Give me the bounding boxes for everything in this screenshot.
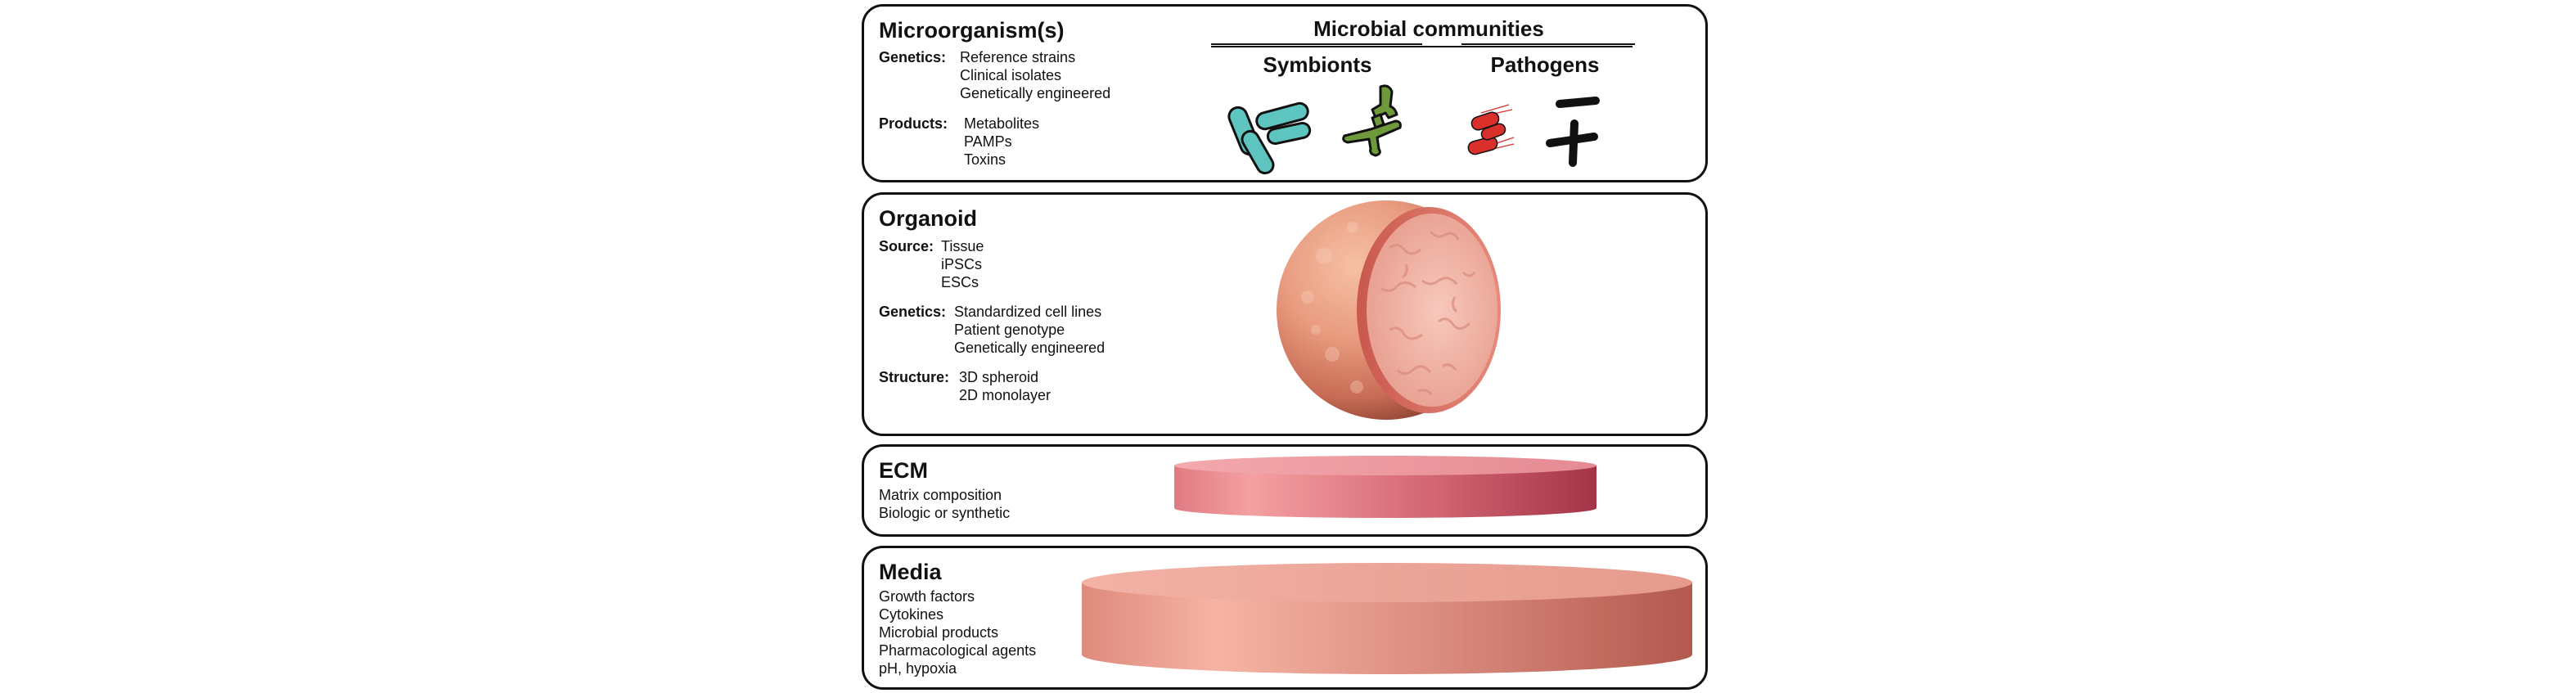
genetics-item: Clinical isolates [960, 67, 1062, 83]
products-item: PAMPs [964, 133, 1012, 150]
media-title: Media [879, 560, 942, 584]
ecm-item: Matrix composition [879, 487, 1002, 503]
source-item: iPSCs [941, 256, 983, 272]
organoid-genetics-item: Genetically engineered [954, 340, 1106, 356]
structure-item: 3D spheroid [959, 369, 1039, 385]
organoid-genetics-item: Standardized cell lines [954, 304, 1102, 320]
pathogen-red-bacteria-icon [1467, 104, 1515, 155]
source-item: Tissue [941, 238, 984, 254]
media-item: Cytokines [879, 606, 944, 623]
ecm-item: Biologic or synthetic [879, 505, 1011, 521]
media-item: pH, hypoxia [879, 660, 957, 677]
source-label: Source: [879, 238, 934, 254]
symbiont-teal-bacteria-icon [1227, 101, 1312, 175]
microbial-communities-header: Microbial communities [1313, 16, 1544, 41]
ecm-disc-icon [1174, 456, 1596, 518]
structure-label: Structure: [879, 369, 950, 385]
structure-item: 2D monolayer [959, 387, 1052, 403]
genetics-label: Genetics: [879, 49, 947, 65]
symbiont-green-bacteria-icon [1342, 84, 1402, 157]
media-item: Growth factors [879, 588, 975, 605]
pathogen-black-bacteria-icon [1546, 97, 1600, 167]
organoid-genetics-item: Patient genotype [954, 322, 1065, 338]
genetics-item: Genetically engineered [960, 85, 1111, 101]
media-disc-icon [1082, 563, 1692, 674]
organoid-title: Organoid [879, 206, 977, 231]
pathogens-header: Pathogens [1490, 52, 1600, 77]
microorganism-panel: Microorganism(s) Genetics: Reference str… [862, 4, 1708, 182]
media-item: Pharmacological agents [879, 642, 1037, 659]
products-item: Metabolites [964, 115, 1040, 132]
communities-rule [1211, 46, 1633, 47]
pathogens-underline [1461, 43, 1635, 45]
microorganism-title: Microorganism(s) [879, 18, 1065, 43]
symbionts-header: Symbionts [1263, 52, 1372, 77]
products-item: Toxins [964, 151, 1007, 168]
organoid-sphere-icon [1277, 200, 1501, 420]
organoid-genetics-label: Genetics: [879, 304, 947, 320]
media-item: Microbial products [879, 624, 999, 641]
symbionts-underline [1211, 43, 1422, 45]
ecm-title: ECM [879, 458, 928, 483]
genetics-item: Reference strains [960, 49, 1076, 65]
source-item: ESCs [941, 274, 980, 290]
products-label: Products: [879, 115, 948, 132]
